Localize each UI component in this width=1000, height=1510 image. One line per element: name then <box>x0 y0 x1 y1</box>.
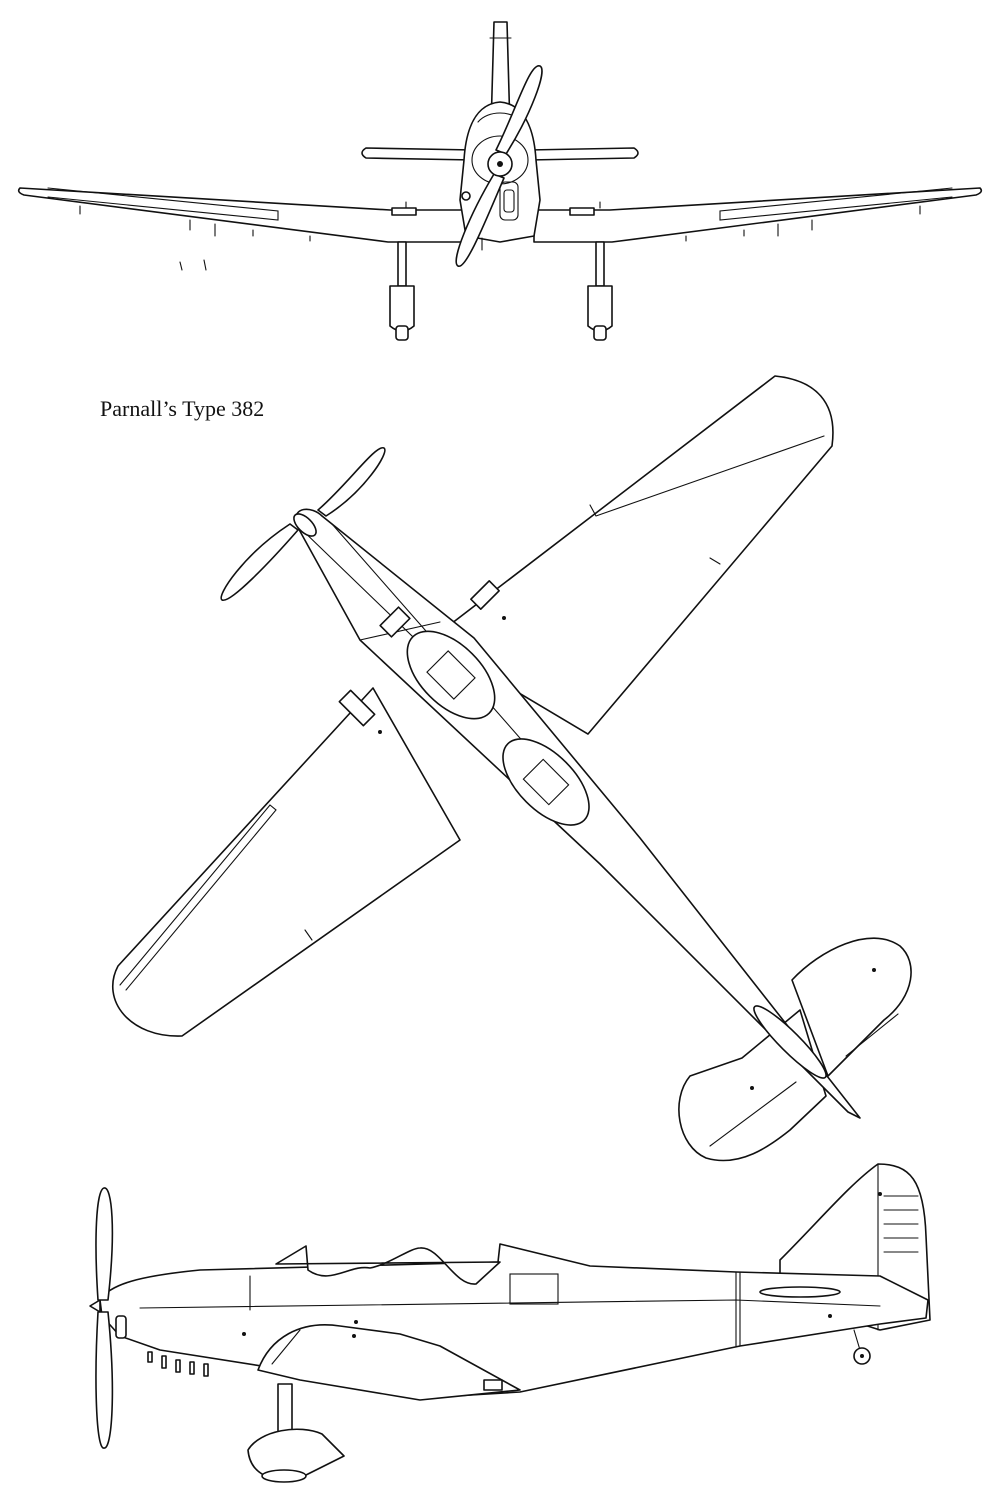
plan-view-tailplane <box>791 937 912 1077</box>
front-view-right-wing <box>533 187 983 243</box>
plan-view-front-cockpit <box>406 630 496 720</box>
side-view-tailplane <box>759 1286 841 1298</box>
front-view-undercarriage <box>389 237 613 341</box>
side-view-spinner <box>89 1299 101 1313</box>
plan-view-rear-cockpit <box>502 738 590 826</box>
plan-view-propeller-blade <box>317 447 386 517</box>
drawing-caption: Parnall’s Type 382 <box>100 396 265 421</box>
side-view <box>89 1163 931 1483</box>
plan-view <box>112 375 912 1162</box>
side-view-propeller-blade <box>95 1187 114 1301</box>
side-view-tail-wheel <box>853 1329 871 1365</box>
plan-view-lower-wing <box>112 687 461 1037</box>
side-view-main-gear <box>247 1383 345 1483</box>
plan-view-upper-wing <box>429 375 834 735</box>
front-view-tailplane <box>361 147 475 161</box>
plan-view-fin <box>753 1005 827 1079</box>
front-view <box>17 21 983 341</box>
side-view-wing <box>257 1324 521 1401</box>
